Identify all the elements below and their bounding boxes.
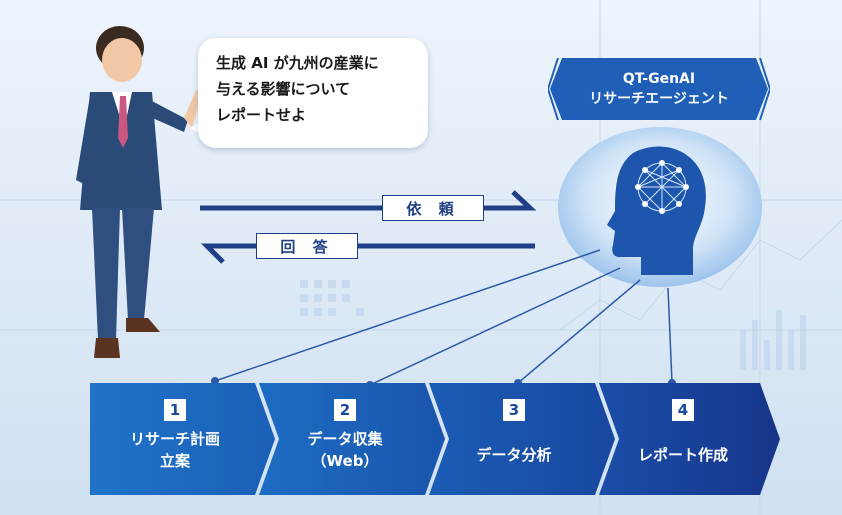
step-1-number: 1 (164, 399, 186, 421)
step-3-number: 3 (503, 399, 525, 421)
step-2-label-line-1: データ収集 (307, 430, 383, 448)
person-tie (118, 96, 128, 148)
step-2-label-line-2: （Web） (311, 452, 379, 470)
step-1-label-line-2: 立案 (159, 452, 190, 470)
step-2-label: データ収集 （Web） (275, 428, 415, 472)
step-4-label-line-1: レポート作成 (637, 446, 728, 464)
response-arrow (200, 243, 535, 264)
response-label: 回 答 (256, 233, 358, 259)
ai-agent-circle (558, 127, 762, 287)
agent-title-badge (548, 57, 770, 121)
step-3-label-line-1: データ分析 (476, 446, 552, 464)
step-4-label: レポート作成 (613, 444, 753, 466)
businessman-illustration (76, 26, 202, 358)
step-3-chevron (429, 383, 615, 495)
speech-line-3: レポートせよ (216, 106, 307, 124)
request-arrow (200, 190, 537, 211)
person-shoe (94, 338, 120, 358)
process-steps (90, 383, 780, 495)
person-shoe (126, 318, 160, 332)
step-2-number: 2 (334, 399, 356, 421)
request-response-arrows (200, 190, 537, 264)
person-trousers (92, 208, 120, 340)
agent-title-line-1: QT-GenAI (622, 71, 696, 87)
step-3-label: データ分析 (444, 444, 584, 466)
speech-line-2: 与える影響について (216, 80, 351, 98)
person-jacket (80, 92, 162, 210)
speech-bubble: 生成 AI が九州の産業に 与える影響について レポートせよ (198, 38, 428, 148)
speech-line-1: 生成 AI が九州の産業に (216, 54, 379, 72)
step-4-number: 4 (672, 399, 694, 421)
person-face (102, 38, 142, 82)
agent-title: QT-GenAI リサーチエージェント (552, 58, 766, 120)
step-1-label-line-1: リサーチ計画 (129, 430, 220, 448)
step-2-chevron (259, 383, 445, 495)
step-1-label: リサーチ計画 立案 (105, 428, 245, 472)
step-1-chevron (90, 383, 275, 495)
step-4-chevron (599, 383, 780, 495)
request-label: 依 頼 (382, 195, 484, 221)
agent-title-line-2: リサーチエージェント (589, 91, 729, 107)
